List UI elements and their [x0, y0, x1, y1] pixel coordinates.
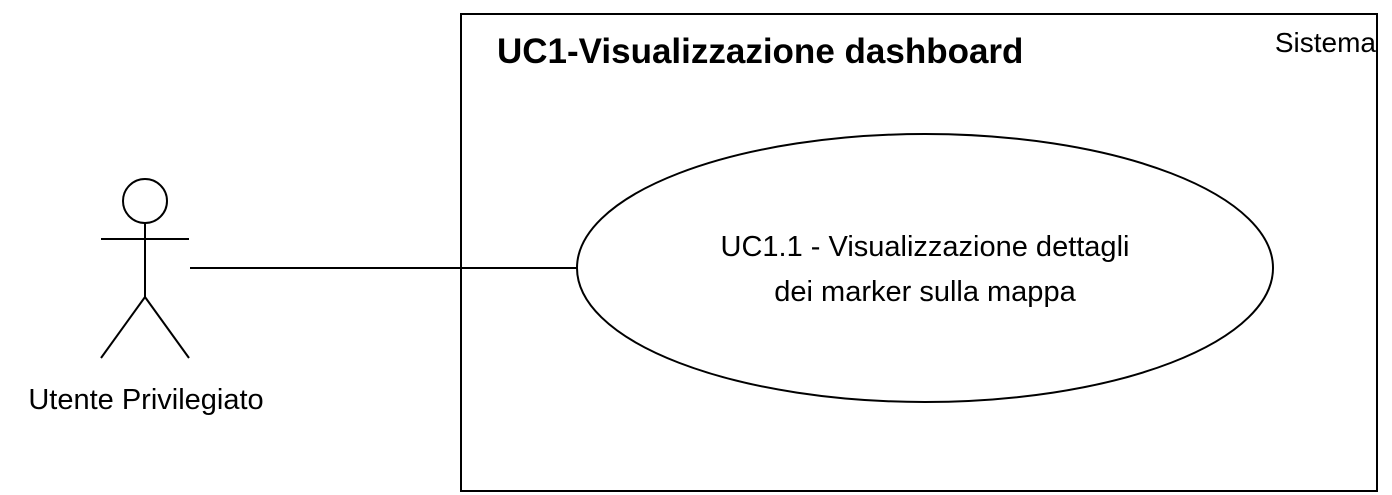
- system-boundary: [460, 13, 1378, 492]
- use-case-label-line-2: dei marker sulla mappa: [774, 276, 1076, 308]
- actor-right-leg: [144, 296, 190, 359]
- use-case-ellipse[interactable]: [576, 133, 1274, 403]
- actor-figure: [100, 178, 190, 359]
- system-label: Sistema: [1274, 27, 1376, 58]
- actor-left-leg: [100, 296, 146, 359]
- actor-head: [122, 178, 168, 224]
- diagram-title: UC1-Visualizzazione dashboard: [497, 32, 1024, 71]
- use-case-label-line-1: UC1.1 - Visualizzazione dettagli: [720, 231, 1130, 263]
- actor-label: Utente Privilegiato: [28, 384, 264, 416]
- use-case-label: UC1.1 - Visualizzazione dettagli dei mar…: [577, 225, 1273, 315]
